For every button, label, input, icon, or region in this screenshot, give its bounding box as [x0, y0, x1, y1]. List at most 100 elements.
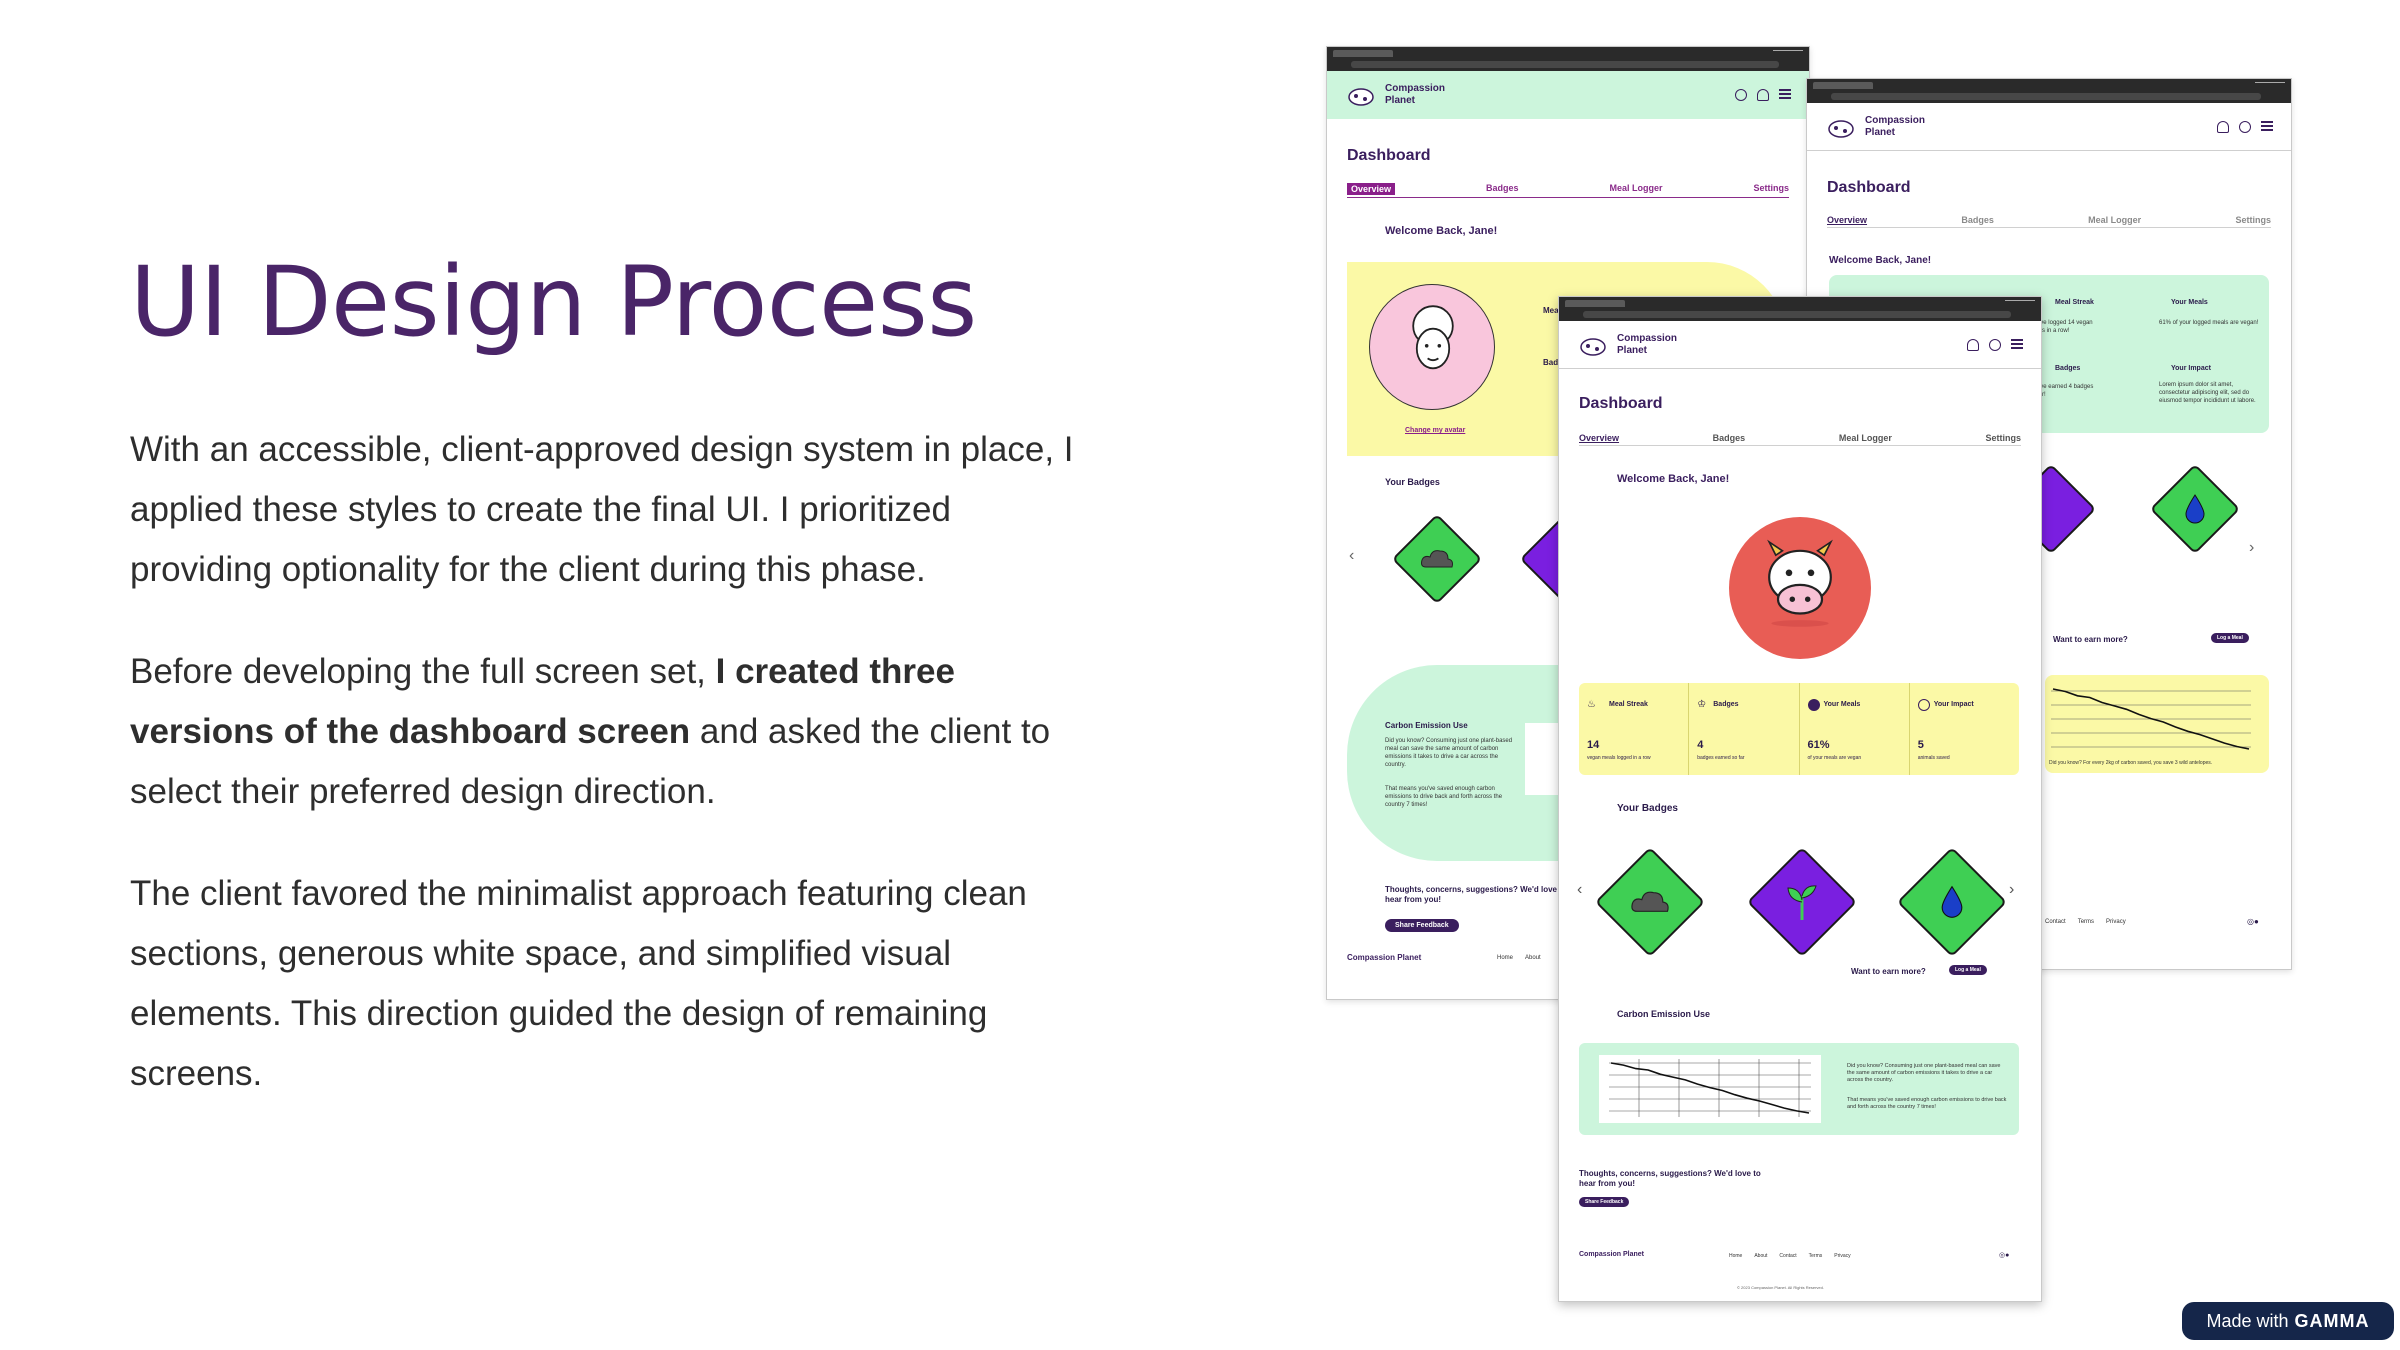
cow-logo-icon [1580, 337, 1606, 356]
stat-desc: of your meals are vegan [1807, 755, 1862, 761]
footer-link-privacy[interactable]: Privacy [1834, 1253, 1851, 1259]
log-meal-button[interactable]: Log a Meal [2211, 633, 2249, 643]
tab-settings[interactable]: Settings [2235, 215, 2271, 225]
footer-link-about[interactable]: About [1754, 1253, 1768, 1259]
pie-icon [1807, 699, 1820, 711]
app-header: Compassion Planet [1327, 71, 1809, 119]
bell-icon[interactable] [1967, 338, 1979, 351]
welcome-text: Welcome Back, Jane! [1385, 225, 1498, 237]
slide-title: UI Design Process [130, 246, 977, 358]
brand[interactable]: Compassion Planet [1825, 115, 1925, 139]
header-icons [1967, 338, 2023, 351]
water-drop-icon [1941, 885, 1963, 918]
want-more-text: Want to earn more? [2053, 635, 2128, 644]
brand-name: Compassion Planet [1865, 114, 1926, 138]
share-feedback-button[interactable]: Share Feedback [1579, 1197, 1630, 1207]
stat-meal-streak: ♨ Meal Streak 14 vegan meals logged in a… [1579, 683, 1690, 775]
made-with-gamma-badge[interactable]: Made with GAMMA [2182, 1302, 2394, 1340]
tab-meal-logger[interactable]: Meal Logger [1609, 183, 1663, 193]
dashboard-title: Dashboard [1347, 147, 1431, 164]
globe-icon [1917, 699, 1930, 711]
soup-icon: ♨ [1587, 699, 1596, 710]
your-badges-heading: Your Badges [1617, 803, 1678, 814]
stats-panel: ♨ Meal Streak 14 vegan meals logged in a… [1579, 683, 2019, 775]
carousel-next-icon[interactable]: › [2249, 539, 2255, 556]
your-badges-heading: Your Badges [1385, 477, 1440, 487]
stat-desc: animals saved [1917, 755, 1950, 761]
dashboard-title: Dashboard [1827, 179, 1911, 196]
footer-link-home[interactable]: Home [1729, 1253, 1743, 1259]
meal-streak-label: Meal Streak [2055, 299, 2094, 306]
tab-settings[interactable]: Settings [1985, 433, 2021, 443]
brand-name: Compassion Planet [1385, 83, 1446, 106]
made-with-text: Made with [2206, 1310, 2289, 1331]
carousel-prev-icon[interactable]: ‹ [1349, 547, 1355, 564]
tab-overview[interactable]: Overview [1827, 215, 1868, 225]
brand[interactable]: Compassion Planet [1577, 333, 1677, 357]
carousel-next-icon[interactable]: › [2009, 881, 2015, 898]
social-icons[interactable]: ◎● [2247, 917, 2259, 926]
your-meals-text: 61% of your logged meals are vegan! [2159, 320, 2259, 326]
share-feedback-button[interactable]: Share Feedback [1385, 919, 1459, 932]
footer-link-terms[interactable]: Terms [1808, 1253, 1823, 1259]
menu-icon[interactable] [1779, 89, 1791, 99]
body-copy: With an accessible, client-approved desi… [130, 420, 1090, 1146]
menu-icon[interactable] [2261, 120, 2273, 131]
paragraph-2-emphasis: I created three versions of the dashboar… [130, 652, 955, 751]
footer-link-home[interactable]: Home [1497, 955, 1514, 961]
your-meals-label: Your Meals [2171, 299, 2208, 306]
badges-label: Badges [2055, 365, 2081, 372]
water-badge[interactable] [1896, 846, 2008, 958]
copyright: © 2023 Compassion Planet. All Rights Res… [1737, 1285, 1824, 1290]
stat-label: Badges [1713, 701, 1739, 708]
carbon-chart [1599, 1055, 1821, 1123]
carbon-line [2052, 688, 2250, 750]
header-icons [1735, 89, 1791, 101]
cow-logo-icon [1828, 119, 1854, 138]
user-icon[interactable] [1989, 338, 2001, 351]
tab-bar: Overview Badges Meal Logger Settings [1827, 215, 2271, 228]
carbon-panel: Did you know? Consuming just one plant-b… [1579, 1043, 2019, 1135]
user-icon[interactable] [1735, 89, 1747, 101]
log-meal-button[interactable]: Log a Meal [1949, 965, 1987, 975]
carbon-title: Carbon Emission Use [1617, 1009, 1711, 1019]
welcome-text: Welcome Back, Jane! [1829, 255, 1932, 266]
brand-name: Compassion Planet [1617, 332, 1678, 356]
brand[interactable]: Compassion Planet [1345, 83, 1445, 107]
tab-overview[interactable]: Overview [1579, 433, 1620, 443]
chart-panel: Did you know? For every 2kg of carbon sa… [2045, 675, 2269, 773]
water-drop-icon [2185, 494, 2205, 524]
footer-link-contact[interactable]: Contact [2045, 919, 2066, 925]
bell-icon[interactable] [2217, 120, 2229, 133]
footer-links: Home About [1497, 955, 1541, 961]
user-icon[interactable] [2239, 120, 2251, 133]
menu-icon[interactable] [2011, 338, 2023, 349]
tab-bar: Overview Badges Meal Logger Settings [1579, 433, 2021, 446]
footer-link-terms[interactable]: Terms [2077, 919, 2095, 925]
stat-label: Your Meals [1823, 701, 1861, 708]
tab-badges[interactable]: Badges [1961, 215, 1994, 225]
welcome-text: Welcome Back, Jane! [1617, 473, 1730, 485]
carousel-prev-icon[interactable]: ‹ [1577, 881, 1583, 898]
water-badge[interactable] [2149, 463, 2241, 555]
cloud-badge[interactable] [1391, 513, 1483, 605]
tab-overview[interactable]: Overview [1347, 183, 1396, 195]
change-avatar-link[interactable]: Change my avatar [1405, 427, 1466, 434]
sprout-badge[interactable] [1746, 846, 1858, 958]
tab-badges[interactable]: Badges [1486, 183, 1519, 193]
social-icons[interactable]: ◎● [1999, 1252, 2010, 1259]
footer-link-contact[interactable]: Contact [1779, 1253, 1797, 1259]
bell-icon[interactable] [1757, 89, 1769, 101]
stat-badges: ♔ Badges 4 badges earned so far [1689, 683, 1800, 775]
tab-settings[interactable]: Settings [1753, 183, 1789, 193]
tab-badges[interactable]: Badges [1712, 433, 1746, 443]
stat-value: 5 [1917, 739, 1924, 751]
dashboard-title: Dashboard [1579, 395, 1663, 412]
footer-link-about[interactable]: About [1525, 955, 1541, 961]
footer-link-privacy[interactable]: Privacy [2106, 919, 2126, 925]
cloud-badge[interactable] [1594, 846, 1706, 958]
mini-chart-series [2052, 688, 2250, 750]
tab-meal-logger[interactable]: Meal Logger [2088, 215, 2142, 225]
tab-meal-logger[interactable]: Meal Logger [1838, 433, 1892, 443]
carbon-text: Did you know? Consuming just one plant-b… [1385, 738, 1513, 768]
